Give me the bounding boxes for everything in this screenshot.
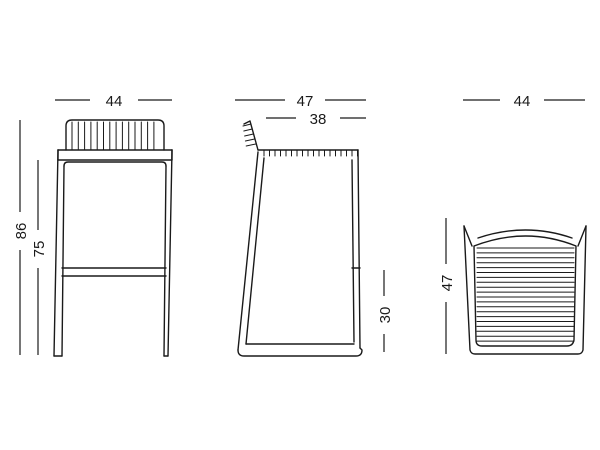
- front-width-dimension: 44: [55, 93, 172, 110]
- top-stool-outline: [463, 225, 587, 355]
- side-back-rib: [245, 143, 257, 147]
- top-depth-label: 47: [439, 275, 456, 292]
- side-seat-depth-dimension: 38: [266, 111, 366, 128]
- side-seat-depth-label: 38: [310, 111, 327, 128]
- side-depth-label: 47: [297, 93, 314, 110]
- side-back-frame: [243, 120, 259, 151]
- front-width-label: 44: [106, 93, 123, 110]
- front-seat-height-label: 75: [31, 241, 48, 258]
- side-stool-outline: [237, 120, 363, 357]
- top-width-label: 44: [514, 93, 531, 110]
- side-back-rib: [244, 138, 256, 142]
- side-footrest-height-label: 30: [377, 307, 394, 324]
- front-overall-height-label: 86: [13, 223, 30, 240]
- front-view: 44 86 75: [13, 93, 173, 357]
- side-depth-dimension: 47: [235, 93, 366, 110]
- side-footrest-height-dimension: 30: [377, 270, 394, 352]
- side-back-rib: [242, 123, 252, 127]
- top-width-dimension: 44: [463, 93, 585, 110]
- side-back-rib: [244, 133, 254, 137]
- side-back-rib: [243, 128, 253, 132]
- top-depth-dimension: 47: [439, 218, 456, 354]
- front-stool-outline: [53, 119, 173, 357]
- side-view: 47 38 30: [235, 93, 394, 357]
- front-overall-height-dimension: 86: [13, 120, 30, 355]
- top-view: 44 47: [439, 93, 587, 355]
- front-seat-height-dimension: 75: [31, 160, 48, 355]
